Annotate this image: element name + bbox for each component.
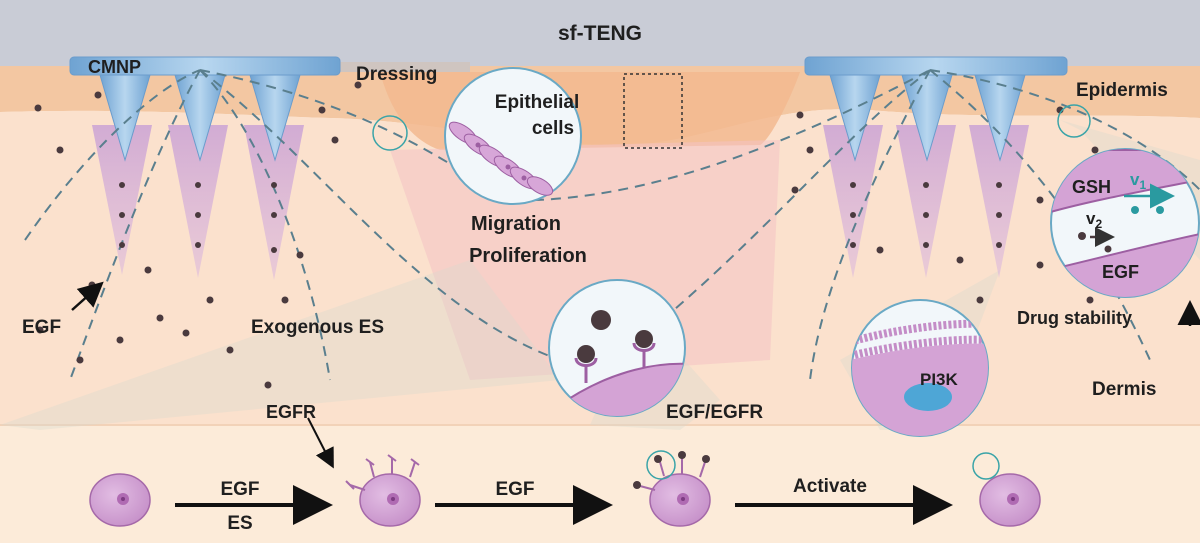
epithelial-cells-inset [444, 67, 582, 205]
electric-field-lines [24, 69, 1200, 381]
v2-label: v2 [1086, 209, 1102, 231]
dressing-label: Dressing [356, 64, 437, 85]
wound-bed [380, 72, 800, 150]
step3-label: Activate [793, 476, 867, 497]
cell-pathway [89, 417, 1041, 527]
device-label: sf-TENG [558, 22, 642, 45]
cells-label: cells [532, 118, 574, 139]
egf-particles [34, 81, 1114, 389]
proliferation-label: Proliferation [469, 245, 587, 267]
gsh-label: GSH [1072, 177, 1111, 197]
egfr-pointer [307, 417, 334, 469]
step1-top-label: EGF [220, 479, 259, 500]
pi3k-inset [851, 299, 989, 437]
dressing-edge [340, 62, 470, 72]
migration-label: Migration [471, 213, 561, 235]
egf-pointer-arrow [71, 281, 104, 311]
exogenous-es-label: Exogenous ES [251, 317, 384, 338]
egf-inset-label: EGF [1102, 262, 1139, 282]
step1-bottom-label: ES [227, 513, 252, 534]
egf-egfr-label: EGF/EGFR [666, 402, 763, 423]
epithelial-label: Epithelial [495, 92, 579, 113]
drug-stability-inset [1050, 148, 1200, 298]
step2-label: EGF [495, 479, 534, 500]
egfr-label: EGFR [266, 402, 316, 422]
egf-pointer-label: EGF [22, 317, 61, 338]
microneedle-patch-right [804, 56, 1068, 278]
dermis-label: Dermis [1092, 379, 1156, 400]
device-layer [0, 0, 1200, 66]
v1-label: v1 [1130, 170, 1146, 192]
drug-stability-label: Drug stability [1017, 308, 1132, 328]
epidermis-label: Epidermis [1076, 80, 1168, 101]
microneedle-patch-left [69, 56, 341, 280]
pi3k-label: PI3K [920, 370, 959, 389]
cmnp-label: CMNP [88, 57, 141, 77]
